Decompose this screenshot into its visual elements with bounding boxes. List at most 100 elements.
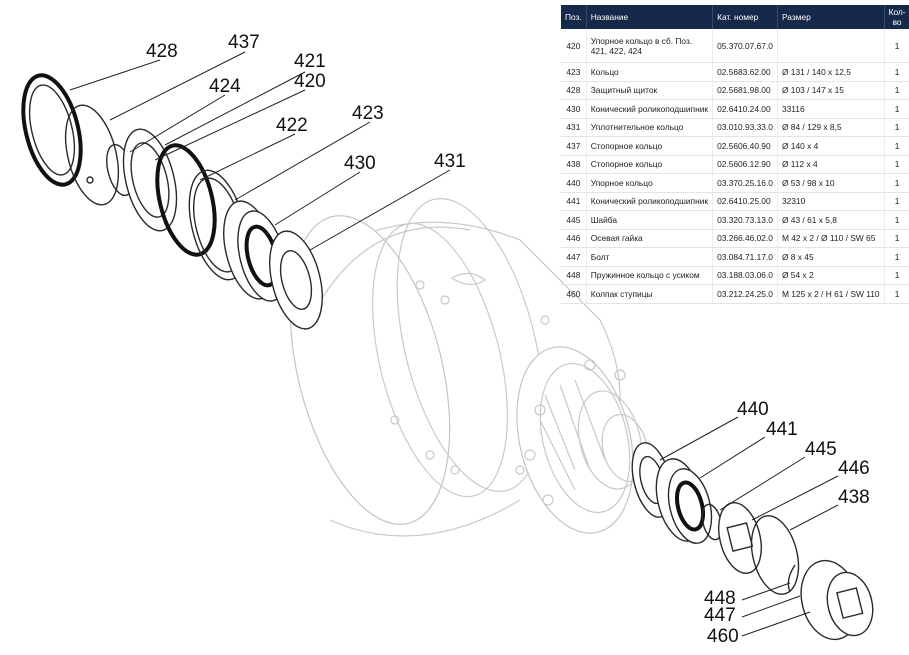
cell-qty: 1 xyxy=(884,229,909,248)
cell-size: Ø 43 / 61 x 5,8 xyxy=(777,210,885,230)
cell-qty: 1 xyxy=(884,155,909,174)
cell-pos: 437 xyxy=(561,136,587,156)
cell-size: Ø 103 / 147 x 15 xyxy=(777,81,885,100)
callout-421: 421 xyxy=(294,51,326,72)
part-446-axle-nut xyxy=(718,502,762,574)
cell-size: Ø 54 x 2 xyxy=(777,266,885,285)
cell-qty: 1 xyxy=(884,99,909,119)
callout-431: 431 xyxy=(434,151,466,172)
cell-pos: 446 xyxy=(561,229,587,248)
cell-catalog: 02.6410.25.00 xyxy=(712,192,778,211)
part-422-seal xyxy=(155,143,217,257)
cell-pos: 431 xyxy=(561,118,587,137)
cell-catalog: 02.5681.98.00 xyxy=(712,81,778,100)
cell-name: Стопорное кольцо xyxy=(586,155,714,174)
cell-catalog: 03.212.24.25.0 xyxy=(712,284,778,304)
cell-catalog: 03.320.73.13.0 xyxy=(712,210,778,230)
cell-qty: 1 xyxy=(884,284,909,304)
cell-name: Шайба xyxy=(586,210,714,230)
cell-size: Ø 131 / 140 x 12,5 xyxy=(777,62,885,82)
part-428-shield xyxy=(21,73,83,187)
part-438-circlip xyxy=(750,515,800,595)
callout-460: 460 xyxy=(707,626,739,647)
cell-pos: 420 xyxy=(561,29,587,63)
cell-pos: 448 xyxy=(561,266,587,285)
cell-qty: 1 xyxy=(884,210,909,230)
cell-qty: 1 xyxy=(884,173,909,193)
cell-name: Пружинное кольцо с усиком xyxy=(586,266,714,285)
cell-size: 33116 xyxy=(777,99,885,119)
cell-catalog: 03.370.25.16.0 xyxy=(712,173,778,193)
cell-name: Конический роликоподшипник xyxy=(586,99,714,119)
cell-size: Ø 8 x 45 xyxy=(777,247,885,267)
callout-422: 422 xyxy=(276,115,308,136)
cell-name: Конический роликоподшипник xyxy=(586,192,714,211)
callout-448: 448 xyxy=(704,588,736,609)
cell-catalog: 02.5683.62.00 xyxy=(712,62,778,82)
cell-name: Упорное кольцо в сб. Поз. 421, 422, 424 xyxy=(586,29,714,63)
cell-catalog: 05.370.07.67.0 xyxy=(712,29,778,63)
table-header-row: Поз. Название Кат. номер Размер Кол-во xyxy=(561,5,909,29)
cell-qty: 1 xyxy=(884,266,909,285)
cell-size: Ø 112 x 4 xyxy=(777,155,885,174)
cell-size xyxy=(777,29,885,63)
callout-438: 438 xyxy=(838,487,870,508)
part-441-bearing xyxy=(655,458,713,544)
cell-catalog: 03.266.46.02.0 xyxy=(712,229,778,248)
cell-name: Уплотнительное кольцо xyxy=(586,118,714,137)
callout-441: 441 xyxy=(766,419,798,440)
cell-name: Стопорное кольцо xyxy=(586,136,714,156)
cell-size: M 42 x 2 / Ø 110 / SW 65 xyxy=(777,229,885,248)
callout-447: 447 xyxy=(704,605,736,626)
cell-catalog: 02.5606.40.90 xyxy=(712,136,778,156)
cell-pos: 460 xyxy=(561,284,587,304)
cell-pos: 445 xyxy=(561,210,587,230)
cell-qty: 1 xyxy=(884,81,909,100)
callout-437: 437 xyxy=(228,32,260,53)
callout-424: 424 xyxy=(209,76,241,97)
cell-name: Болт xyxy=(586,247,714,267)
part-460-hub-cap xyxy=(800,559,874,641)
cell-catalog: 02.6410.24.00 xyxy=(712,99,778,119)
cell-pos: 447 xyxy=(561,247,587,267)
part-421-ring xyxy=(122,128,178,232)
cell-catalog: 03.010.93.33.0 xyxy=(712,118,778,137)
callout-446: 446 xyxy=(838,458,870,479)
cell-pos: 430 xyxy=(561,99,587,119)
header-size: Размер xyxy=(777,5,885,29)
cell-pos: 423 xyxy=(561,62,587,82)
callout-423: 423 xyxy=(352,103,384,124)
cell-name: Защитный щиток xyxy=(586,81,714,100)
cell-pos: 438 xyxy=(561,155,587,174)
callout-445: 445 xyxy=(805,439,837,460)
header-qty: Кол-во xyxy=(884,5,909,29)
cell-catalog: 02.5606.12.90 xyxy=(712,155,778,174)
callout-428: 428 xyxy=(146,41,178,62)
header-pos: Поз. xyxy=(561,5,587,29)
cell-pos: 441 xyxy=(561,192,587,211)
cell-catalog: 03.084.71.17.0 xyxy=(712,247,778,267)
header-catalog: Кат. номер xyxy=(712,5,778,29)
cell-pos: 428 xyxy=(561,81,587,100)
cell-name: Упорное кольцо xyxy=(586,173,714,193)
part-431-seal-ring xyxy=(269,230,323,330)
cell-qty: 1 xyxy=(884,192,909,211)
cell-pos: 440 xyxy=(561,173,587,193)
cell-size: 32310 xyxy=(777,192,885,211)
cell-qty: 1 xyxy=(884,29,909,63)
cell-qty: 1 xyxy=(884,136,909,156)
part-448-spring-ring xyxy=(787,564,796,593)
cell-size: Ø 84 / 129 x 8,5 xyxy=(777,118,885,137)
